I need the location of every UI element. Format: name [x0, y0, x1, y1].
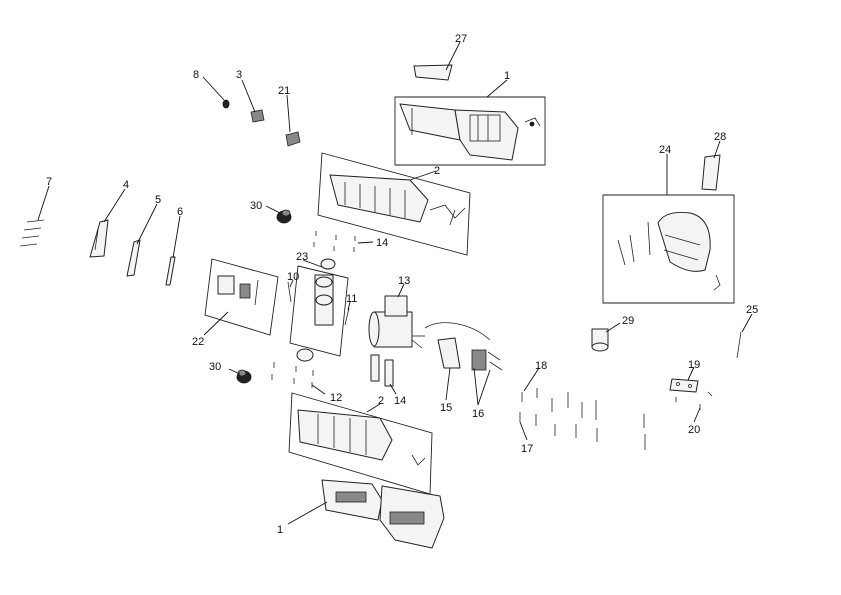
- part-25-rod: [736, 331, 742, 359]
- part-28-sticker: [701, 154, 721, 191]
- callout-22: 22: [192, 336, 204, 348]
- part-1-base-housing: [321, 479, 445, 549]
- part-30-knob-upper: [276, 209, 292, 224]
- frame-top-housing: [394, 96, 546, 166]
- callout-2-upper: 2: [434, 165, 440, 177]
- callout-20: 20: [688, 424, 700, 436]
- callout-30-upper: 30: [250, 200, 262, 212]
- callout-27: 27: [455, 33, 467, 45]
- part-5-grip: [126, 239, 141, 277]
- callout-19: 19: [688, 359, 700, 371]
- callout-labels: 27 1 8 3 21 2 28 24 7 4 5 6 30 14 23 13 …: [46, 33, 758, 536]
- part-22-pcb: [217, 275, 259, 306]
- part-14-screws-upper: [313, 231, 356, 252]
- callout-6: 6: [177, 206, 183, 218]
- part-15-wire-bracket: [424, 322, 491, 369]
- callout-30-lower: 30: [209, 361, 221, 373]
- frame-pcb-board: [204, 258, 279, 336]
- callout-12: 12: [330, 392, 342, 404]
- part-24-battery-cover: [617, 212, 721, 291]
- part-29-roller: [591, 328, 609, 352]
- part-6-rod: [165, 256, 176, 286]
- callout-17: 17: [521, 443, 533, 455]
- part-7-screws: [19, 219, 45, 247]
- frame-gear-assembly: [289, 265, 349, 357]
- callout-28: 28: [714, 131, 726, 143]
- part-12-screws: [271, 362, 314, 388]
- callout-1-top: 1: [504, 70, 510, 82]
- part-4-handle: [89, 219, 109, 258]
- callout-3: 3: [236, 69, 242, 81]
- callout-5: 5: [155, 194, 161, 206]
- part-16-terminals: [471, 349, 503, 371]
- part-2-upper-shell: [329, 174, 466, 226]
- callout-24: 24: [659, 144, 671, 156]
- part-19-plate: [669, 378, 713, 410]
- callout-8: 8: [193, 69, 199, 81]
- callout-13: 13: [398, 275, 410, 287]
- part-17-18-screws: [519, 388, 646, 450]
- part-23-gear-assembly: [287, 258, 350, 362]
- part-30-knob-lower: [236, 369, 252, 384]
- callout-14-upper: 14: [376, 237, 388, 249]
- part-27-label: [413, 64, 453, 81]
- callout-11: 11: [346, 293, 357, 305]
- callout-18: 18: [535, 360, 547, 372]
- part-3-bracket: [250, 109, 265, 123]
- callout-21: 21: [278, 85, 290, 97]
- callout-15: 15: [440, 402, 452, 414]
- callout-29: 29: [622, 315, 634, 327]
- frame-upper-shell: [317, 152, 471, 256]
- leader-lines: [37, 41, 753, 525]
- part-21-switch: [285, 131, 301, 147]
- part-13-motor: [368, 295, 425, 349]
- callout-7: 7: [46, 176, 52, 188]
- callout-23: 23: [296, 251, 308, 263]
- frame-battery-cover: [602, 194, 735, 304]
- part-14-brushes-lower: [370, 354, 394, 387]
- part-8-screw: [222, 99, 230, 109]
- callout-25: 25: [746, 304, 758, 316]
- part-1-top-housing: [399, 103, 541, 161]
- part-2-lower-shell: [297, 409, 426, 466]
- callout-10: 10: [287, 271, 299, 283]
- callout-1-base: 1: [277, 524, 283, 536]
- callout-16: 16: [472, 408, 484, 420]
- callout-14-lower: 14: [394, 395, 406, 407]
- callout-2-lower: 2: [378, 395, 384, 407]
- callout-4: 4: [123, 179, 129, 191]
